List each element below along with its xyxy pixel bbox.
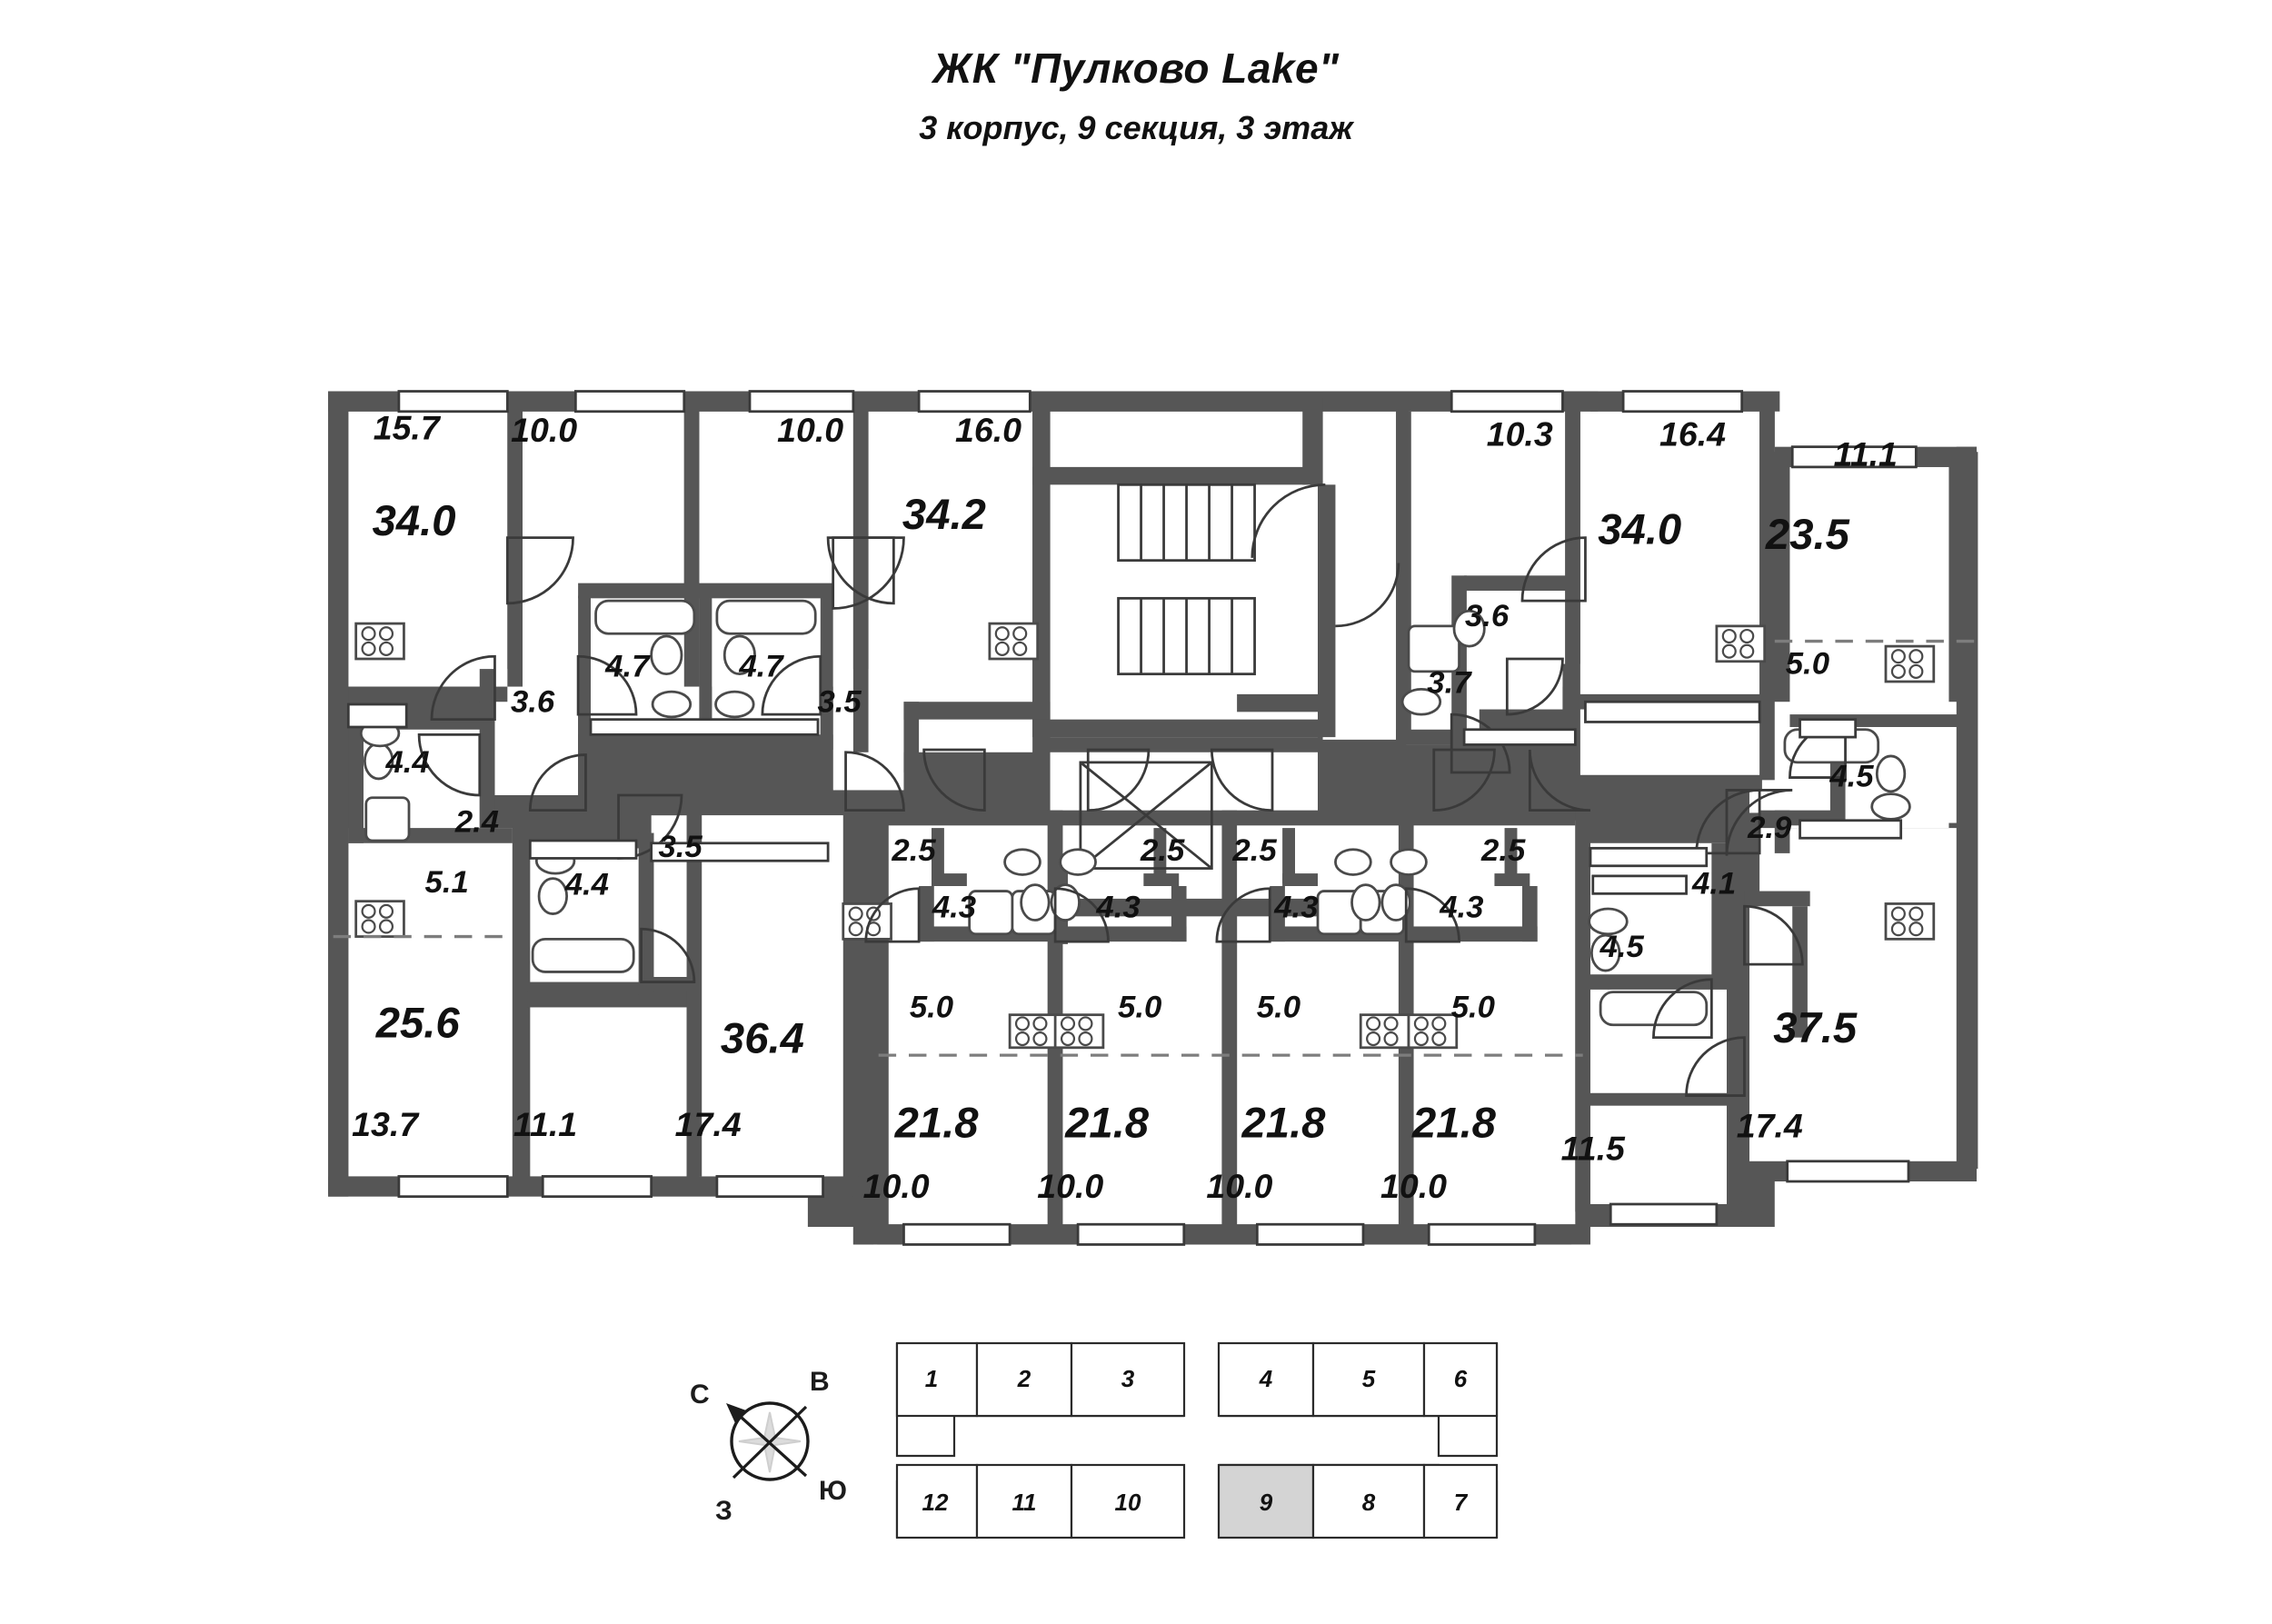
sink-fixtures <box>363 609 1907 972</box>
windows <box>397 390 1918 1246</box>
area-label-a-21-8-1: 21.8 <box>894 1099 980 1147</box>
area-label-group: 15.7 34.0 10.0 10.0 16.0 34.2 10.3 16.4 34.0 11.1… <box>352 408 1898 1205</box>
area-label-a-4-7-l: 4.7 <box>604 649 651 683</box>
area-label-a-25-6: 25.6 <box>375 1000 461 1048</box>
key-block-bottom-left: 12 11 10 <box>895 1463 1186 1539</box>
area-label-a-5-0-4: 5.0 <box>1451 990 1495 1024</box>
toilet-fixtures <box>359 687 1911 936</box>
area-label-a-5-0-2: 5.0 <box>1118 990 1161 1024</box>
key-cell-6[interactable]: 6 <box>1454 1365 1468 1392</box>
stove-icons <box>354 622 1936 1050</box>
key-cell-5[interactable]: 5 <box>1362 1365 1376 1392</box>
area-label-a-4-4-ul: 4.4 <box>384 745 429 780</box>
area-label-a-5-0-3: 5.0 <box>1257 990 1300 1024</box>
compass-south-label: Ю <box>819 1476 847 1506</box>
compass-rose: С В Ю З <box>690 1367 847 1526</box>
key-block-bottom-right: 9 8 7 <box>1217 1463 1499 1539</box>
key-cell-3[interactable]: 3 <box>1121 1365 1135 1392</box>
key-cell-9[interactable]: 9 <box>1260 1489 1273 1516</box>
area-label-a-4-3-3: 4.3 <box>1273 891 1318 925</box>
section-key-diagram[interactable]: 1 2 3 4 5 6 12 11 10 <box>886 1336 1522 1545</box>
area-label-a-37-5: 37.5 <box>1773 1004 1858 1052</box>
elevator-shaft <box>1079 761 1213 870</box>
area-label-a-21-8-4: 21.8 <box>1411 1099 1497 1147</box>
key-cell-8[interactable]: 8 <box>1362 1489 1376 1516</box>
key-cell-11[interactable]: 11 <box>1012 1489 1037 1516</box>
area-label-a-10-0-2: 10.0 <box>777 411 843 449</box>
area-label-a-10-0-b3: 10.0 <box>1206 1167 1272 1205</box>
area-label-a-2-5-3: 2.5 <box>1231 833 1277 868</box>
area-label-a-3-5-m: 3.5 <box>658 830 703 864</box>
area-label-a-5-1: 5.1 <box>425 865 469 900</box>
area-label-a-16-0: 16.0 <box>955 411 1021 449</box>
area-label-a-4-7-r: 4.7 <box>738 649 784 683</box>
compass-west-label: З <box>715 1496 732 1526</box>
key-cell-10[interactable]: 10 <box>1115 1489 1141 1516</box>
title-block: ЖК "Пулково Lake" 3 корпус, 9 секция, 3 … <box>0 44 2272 147</box>
area-label-a-4-5-r: 4.5 <box>1829 759 1874 793</box>
area-label-a-3-6-left: 3.6 <box>511 684 555 719</box>
zone-separators <box>333 639 1977 1057</box>
key-cell-2[interactable]: 2 <box>1017 1365 1031 1392</box>
area-label-a-36-4: 36.4 <box>721 1014 804 1062</box>
compass-north-label: С <box>690 1380 710 1410</box>
area-label-a-4-5-m: 4.5 <box>1599 930 1645 964</box>
area-label-a-17-4-l: 17.4 <box>675 1105 742 1143</box>
staircase <box>1117 483 1256 676</box>
area-label-a-4-3-2: 4.3 <box>1095 891 1140 925</box>
area-label-a-34-0-left: 34.0 <box>373 497 456 545</box>
key-cell-7[interactable]: 7 <box>1454 1489 1469 1516</box>
area-label-a-4-3-1: 4.3 <box>932 891 976 925</box>
compass-east-label: В <box>810 1367 830 1397</box>
key-block-top-right: 4 5 6 <box>1217 1341 1499 1458</box>
key-cell-4[interactable]: 4 <box>1259 1365 1273 1392</box>
area-label-a-4-1: 4.1 <box>1691 866 1736 901</box>
area-label-a-2-5-4: 2.5 <box>1480 833 1526 868</box>
page-subtitle: 3 корпус, 9 секция, 3 этаж <box>919 109 1353 146</box>
area-label-a-3-7: 3.7 <box>1427 666 1472 701</box>
area-label-a-4-4-ml: 4.4 <box>564 868 609 902</box>
page-title: ЖК "Пулково Lake" <box>932 45 1340 92</box>
area-label-a-34-2: 34.2 <box>902 491 986 539</box>
area-label-a-11-1-top: 11.1 <box>1834 435 1898 473</box>
area-label-a-21-8-2: 21.8 <box>1064 1099 1150 1147</box>
area-label-a-3-5-left: 3.5 <box>817 684 862 719</box>
area-label-a-15-7: 15.7 <box>374 408 442 446</box>
key-cell-1[interactable]: 1 <box>925 1365 938 1392</box>
area-label-a-34-0-right: 34.0 <box>1598 506 1681 554</box>
area-label-a-2-5-1: 2.5 <box>891 833 936 868</box>
area-label-a-10-3: 10.3 <box>1487 414 1553 453</box>
key-cell-12[interactable]: 12 <box>922 1489 949 1516</box>
area-label-a-11-5: 11.5 <box>1561 1129 1626 1167</box>
area-label-a-16-4: 16.4 <box>1659 414 1726 453</box>
area-label-a-13-7: 13.7 <box>352 1105 420 1143</box>
floor-plan-drawing: 15.7 34.0 10.0 10.0 16.0 34.2 10.3 16.4 34.0 11.1… <box>328 390 1978 1246</box>
door-swings <box>417 483 1847 1097</box>
counters-closets <box>346 700 1903 895</box>
area-label-a-5-0-r: 5.0 <box>1786 647 1829 682</box>
key-block-top-left: 1 2 3 <box>895 1341 1186 1458</box>
area-label-a-3-6-right: 3.6 <box>1465 599 1510 633</box>
area-label-a-10-0-b2: 10.0 <box>1037 1167 1103 1205</box>
area-label-a-10-0-b1: 10.0 <box>863 1167 930 1205</box>
area-label-a-2-4: 2.4 <box>454 804 499 839</box>
area-label-a-10-0-b4: 10.0 <box>1380 1167 1447 1205</box>
area-label-a-2-5-2: 2.5 <box>1140 833 1185 868</box>
area-label-a-5-0-1: 5.0 <box>910 990 953 1024</box>
area-label-a-11-1-bot: 11.1 <box>513 1105 577 1143</box>
area-label-a-10-0-1: 10.0 <box>511 411 577 449</box>
area-label-a-2-9: 2.9 <box>1747 811 1792 845</box>
area-label-a-17-4-r: 17.4 <box>1737 1106 1803 1144</box>
area-label-a-23-5: 23.5 <box>1765 511 1850 559</box>
area-label-a-4-3-4: 4.3 <box>1439 891 1483 925</box>
area-label-a-21-8-3: 21.8 <box>1241 1099 1327 1147</box>
